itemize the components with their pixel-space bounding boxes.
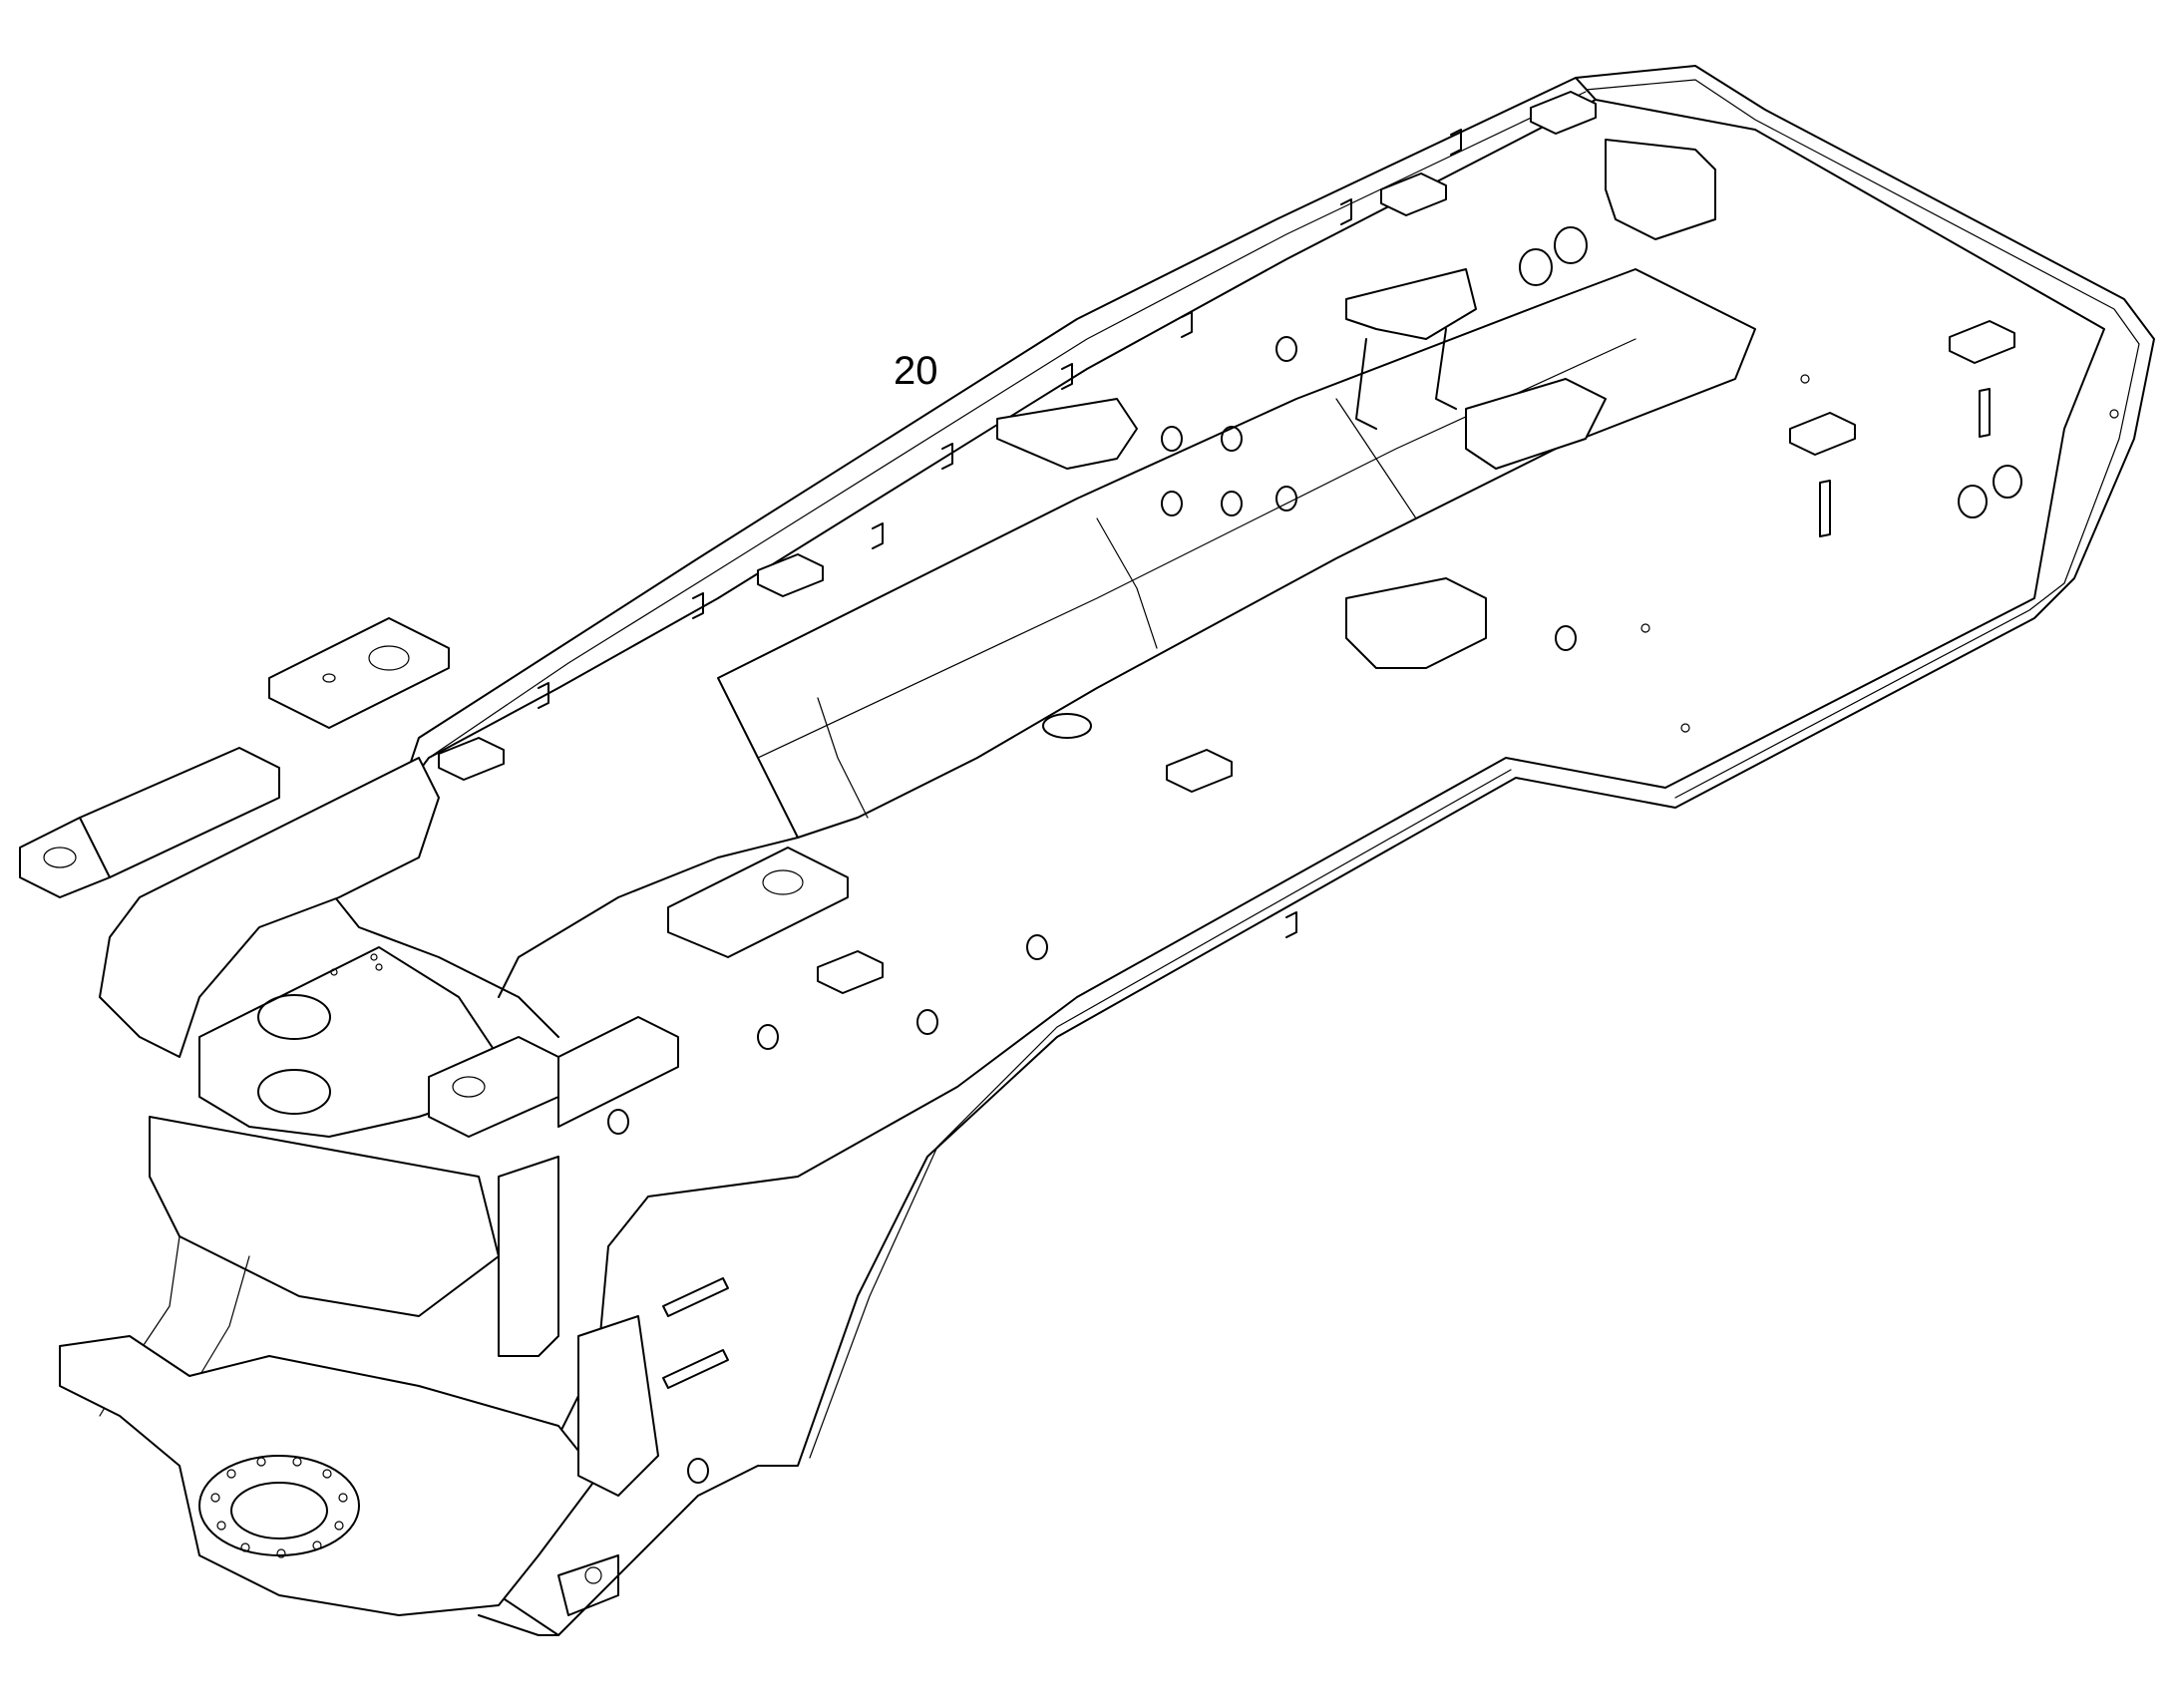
- part-callout-label: 20: [894, 349, 938, 393]
- front-slots: [662, 1277, 729, 1389]
- top-rail-pads: [438, 91, 2015, 994]
- grommets: [607, 226, 2022, 1484]
- small-holes: [330, 374, 2119, 976]
- rail-hooks: [538, 129, 1462, 938]
- center-front-mount: [428, 847, 849, 1138]
- bottom-mount-plate: [59, 1335, 599, 1636]
- rear-posts: [1819, 388, 1991, 537]
- frame-floor: [318, 268, 1756, 1038]
- front-uprights: [498, 1156, 659, 1616]
- bolt-ring: [210, 1457, 348, 1558]
- support-brackets: [996, 139, 1716, 669]
- upper-left-mount: [19, 617, 450, 898]
